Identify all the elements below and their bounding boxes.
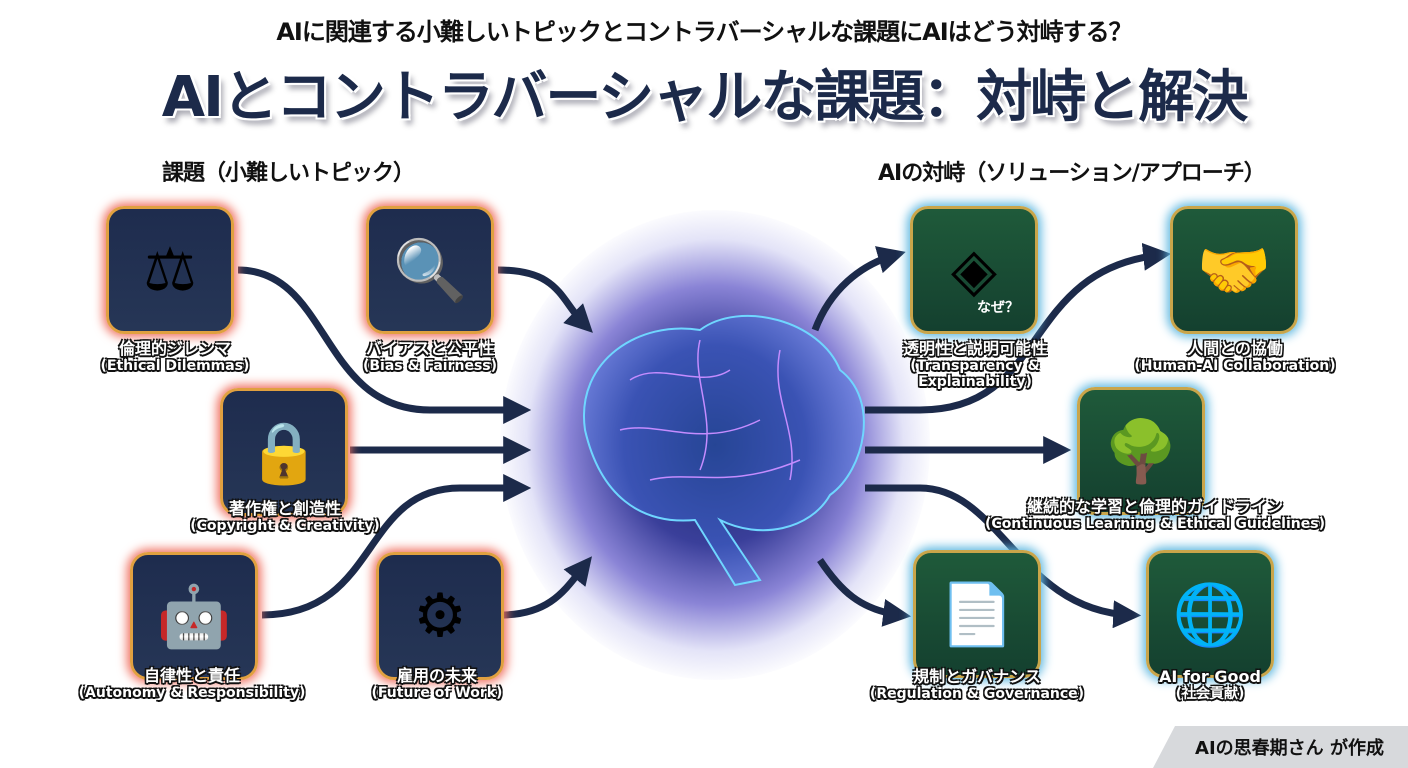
document-shield-icon: 📄: [913, 550, 1041, 678]
solution-humanai-label: 人間との協働(Human-AI Collaboration): [1134, 339, 1336, 375]
scales-chains-icon: ⚖: [106, 206, 234, 334]
arrow-autonomy: [261, 474, 532, 619]
glowing-brain-icon: [582, 315, 865, 587]
solution-transparency-label: 透明性と説明可能性(Transparency & Explainability): [902, 339, 1047, 391]
challenges-heading: 課題（小難しいトピック）: [162, 161, 415, 186]
solution-regulation-label: 規制とガバナンス(Regulation & Governance): [869, 667, 1085, 703]
challenge-copyright-label: 著作権と創造性(Copyright & Creativity): [190, 499, 380, 535]
magnifier-chart-icon: 🔍: [366, 206, 494, 334]
arrow-aiforgood: [865, 484, 1142, 629]
handshake-icon: 🤝: [1170, 206, 1298, 334]
arrow-future: [499, 556, 592, 619]
credit-badge: AIの思春期さん が作成: [1153, 726, 1408, 768]
solution-aiforgood-label: AI for Good(社会貢献): [1159, 667, 1261, 703]
arrow-ethical: [237, 266, 532, 424]
tree-compass-icon: 🌳: [1077, 387, 1205, 515]
challenge-bias-label: バイアスと公平性(Bias & Fairness): [362, 339, 498, 375]
globe-heart-icon: 🌐: [1146, 550, 1274, 678]
arrow-regulation: [817, 558, 912, 627]
arrow-humanai: [865, 242, 1172, 414]
solution-continuous-label: 継続的な学習と倫理的ガイドライン(Continuous Learning & E…: [985, 497, 1325, 533]
robot-hand-button-icon: 🤖: [130, 552, 258, 680]
arrow-transparency: [811, 246, 906, 332]
gears-hands-icon: ⚙: [376, 552, 504, 680]
challenge-future-label: 雇用の未来(Future of Work): [371, 666, 503, 702]
challenge-autonomy-label: 自律性と責任(Autonomy & Responsibility): [78, 666, 306, 702]
page-title: AIとコントラバーシャルな課題：対峙と解決: [161, 65, 1249, 130]
solutions-heading: AIの対峙（ソリューション/アプローチ）: [878, 161, 1266, 186]
arrow-bias: [497, 266, 593, 333]
treasure-chest-lock-icon: 🔒: [220, 388, 348, 516]
why-text: なぜ？: [977, 300, 1019, 316]
challenge-ethical-label: 倫理的ジレンマ(Ethical Dilemmas): [100, 339, 250, 375]
glass-cube-icon: ◈なぜ？: [910, 206, 1038, 334]
subtitle: AIに関連する小難しいトピックとコントラバーシャルな課題にAIはどう対峙する？: [276, 18, 1132, 46]
